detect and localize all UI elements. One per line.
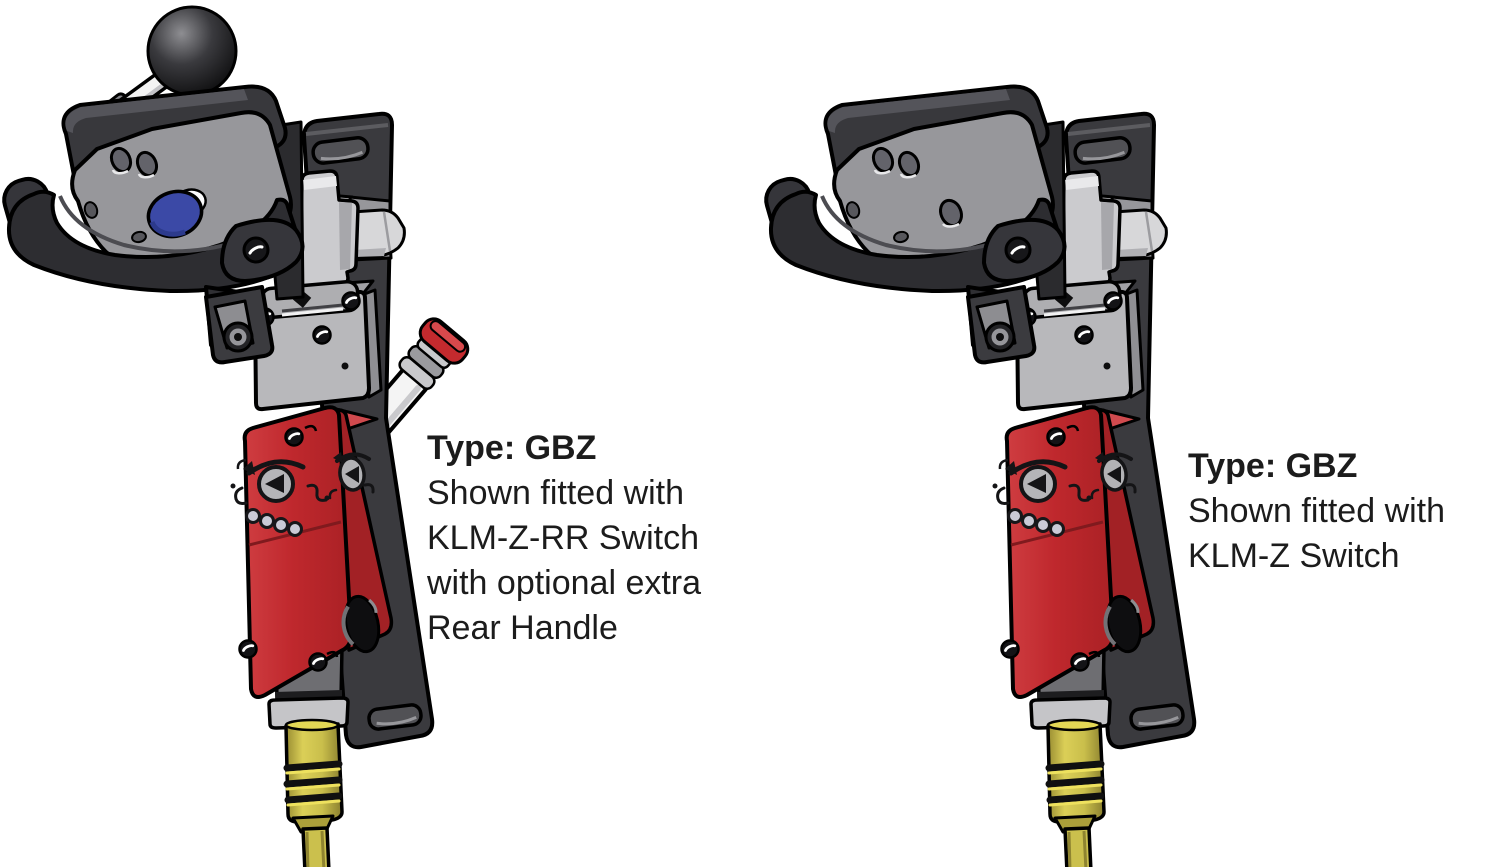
yellow-cable (301, 826, 331, 867)
yellow-connector (1045, 718, 1106, 834)
bracket-top-slot (1073, 136, 1132, 165)
latch-assembly (264, 169, 406, 289)
yellow-connector (283, 718, 344, 834)
caption-left: Type: GBZ Shown fitted with KLM-Z-RR Swi… (427, 426, 701, 651)
caption-left-line5: Rear Handle (427, 609, 618, 647)
gbz-device-prototype (2, 5, 470, 867)
front-dial (992, 458, 1092, 505)
release-button (146, 188, 207, 239)
side-plug (1103, 594, 1143, 654)
switch-body (230, 405, 394, 699)
caption-left-title: Type: GBZ (427, 429, 597, 467)
caption-left-line3: KLM-Z-RR Switch (427, 519, 700, 557)
caption-right-line2: Shown fitted with (1188, 492, 1446, 530)
bracket-bottom-slot (1129, 703, 1185, 731)
plate-center-hole (939, 198, 963, 228)
front-dial (230, 458, 330, 505)
side-dial (328, 452, 375, 500)
caption-left-line2: Shown fitted with (427, 474, 685, 512)
switch-body (992, 405, 1156, 699)
caption-right: Type: GBZ Shown fitted with KLM-Z Switch (1188, 444, 1445, 579)
bracket-bottom-slot (367, 703, 423, 731)
hinge-arm (204, 285, 275, 365)
gbz-device-illustration-left (2, 5, 470, 867)
caption-right-title: Type: GBZ (1188, 447, 1358, 485)
latch-assembly (1026, 169, 1168, 289)
gbz-device-illustration-right (764, 84, 1197, 867)
caption-left-line4: with optional extra (427, 564, 702, 602)
interlock-handle-assembly (2, 84, 305, 354)
rear-handle-red-cap (418, 317, 470, 365)
gbz-device-prototype (764, 84, 1197, 867)
ball-knob (146, 5, 238, 97)
caption-right-line3: KLM-Z Switch (1188, 537, 1400, 575)
hinge-arm (966, 285, 1037, 365)
yellow-cable (1063, 826, 1093, 867)
side-plug (341, 594, 381, 654)
bracket-top-slot (311, 136, 370, 165)
side-dial (1090, 452, 1137, 500)
